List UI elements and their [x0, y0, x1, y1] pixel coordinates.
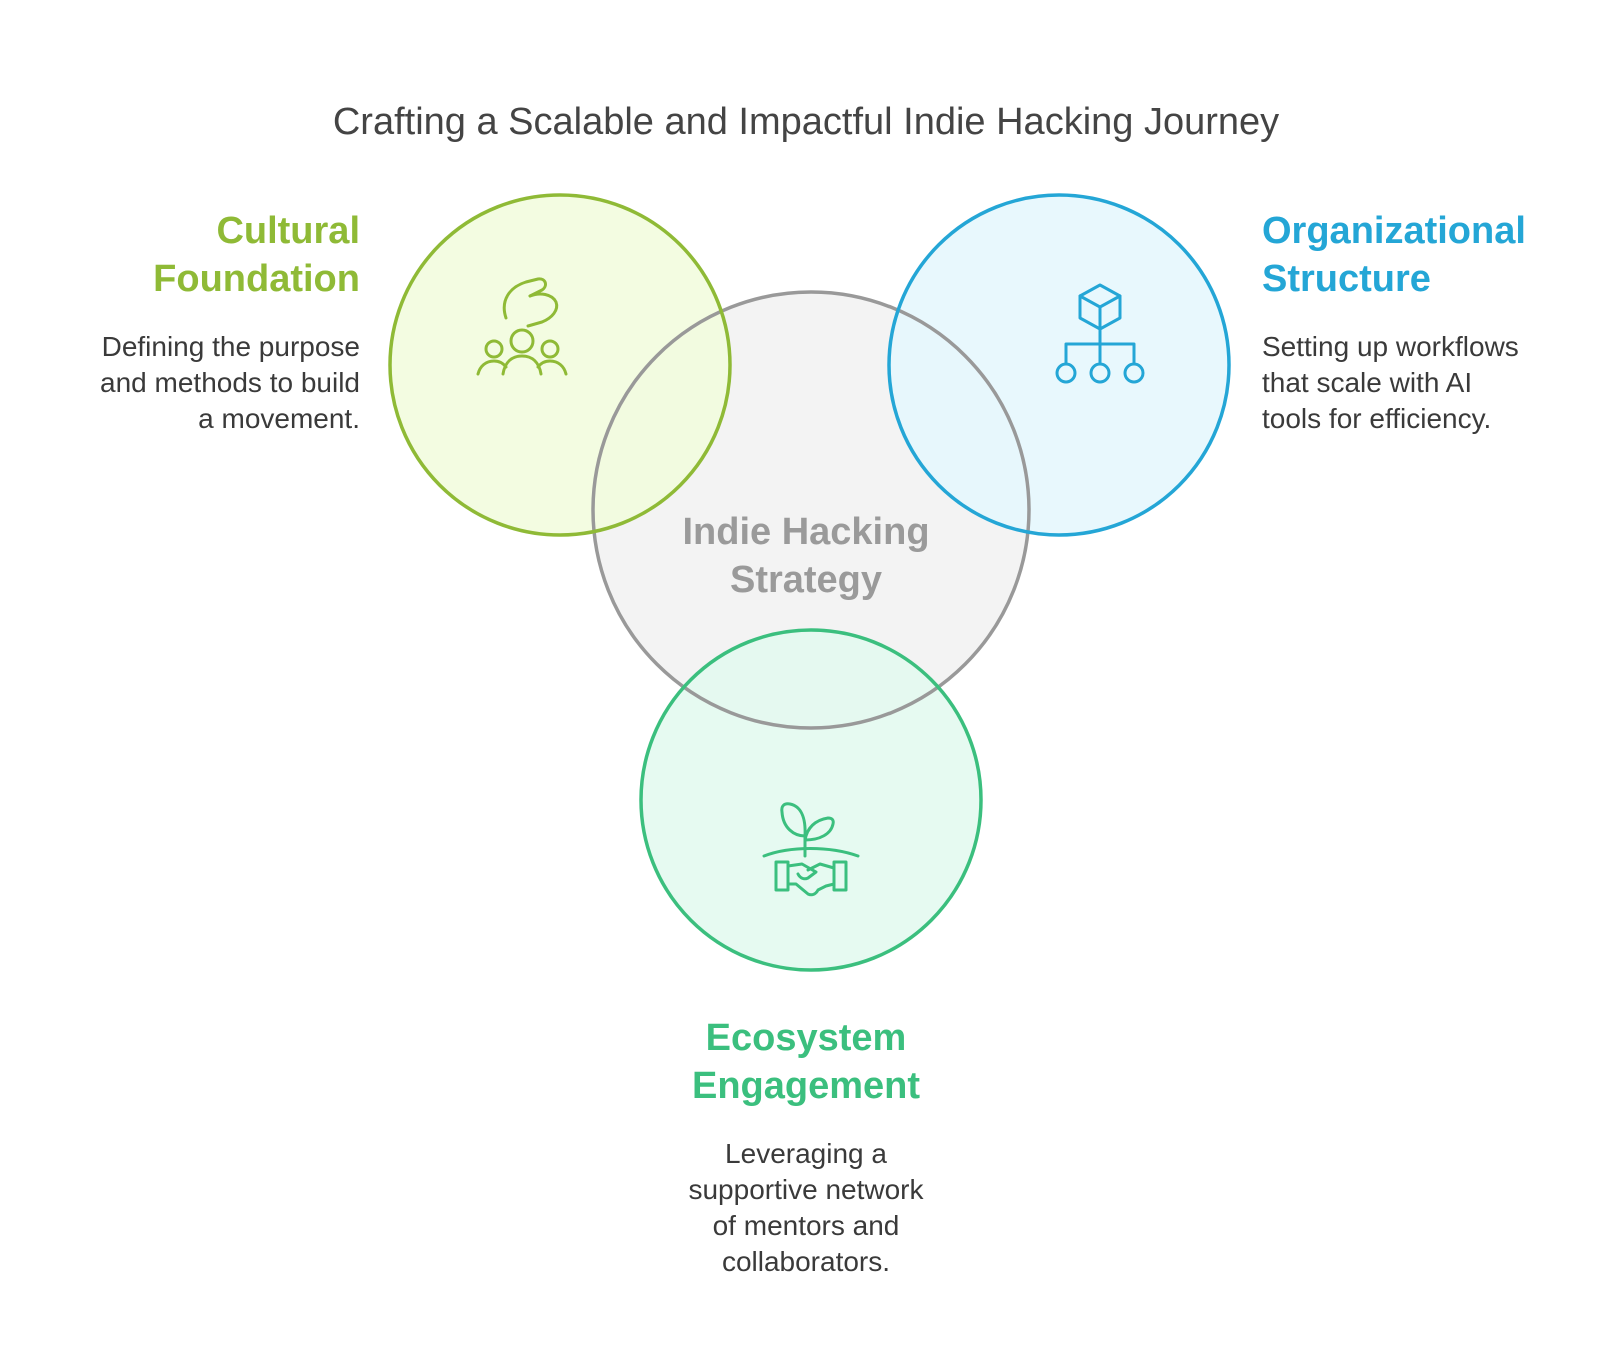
heading-line: Structure: [1262, 258, 1431, 300]
ecosystem-engagement-block: Ecosystem Engagement Leveraging a suppor…: [606, 1014, 1006, 1280]
desc-line: Defining the purpose: [101, 331, 360, 362]
hierarchy-cube-icon: [1055, 283, 1145, 384]
organizational-circle: [887, 193, 1231, 537]
organizational-structure-description: Setting up workflows that scale with AI …: [1262, 329, 1602, 437]
center-label: Indie Hacking Strategy: [606, 508, 1006, 604]
desc-line: of mentors and: [712, 1210, 900, 1241]
heading-line: Cultural: [216, 210, 360, 252]
desc-line: a movement.: [198, 403, 360, 434]
ecosystem-engagement-heading: Ecosystem Engagement: [606, 1014, 1006, 1110]
heading-line: Organizational: [1262, 210, 1526, 252]
desc-line: and methods to build: [100, 367, 360, 398]
ecosystem-engagement-description: Leveraging a supportive network of mento…: [606, 1136, 1006, 1280]
desc-line: Setting up workflows: [1262, 331, 1519, 362]
handshake-sprout-icon: [762, 802, 860, 897]
heading-line: Engagement: [691, 1065, 921, 1107]
heading-line: Foundation: [153, 258, 360, 300]
ecosystem-circle-fill: [641, 630, 981, 970]
cultural-circle: [388, 193, 732, 537]
center-circle: [591, 290, 1031, 730]
center-label-line2: Strategy: [729, 559, 883, 601]
ecosystem-circle: [639, 628, 983, 972]
cultural-foundation-description: Defining the purpose and methods to buil…: [40, 329, 360, 437]
organizational-circle-fill: [889, 195, 1229, 535]
desc-line: Leveraging a: [725, 1138, 887, 1169]
diagram-title: Crafting a Scalable and Impactful Indie …: [332, 101, 1280, 143]
center-label-line1: Indie Hacking: [682, 511, 930, 553]
organizational-structure-heading: Organizational Structure: [1262, 207, 1602, 303]
cultural-foundation-block: Cultural Foundation Defining the purpose…: [40, 207, 360, 437]
desc-line: that scale with AI: [1262, 367, 1473, 398]
desc-line: collaborators.: [721, 1246, 891, 1277]
desc-line: supportive network: [688, 1174, 924, 1205]
organizational-structure-block: Organizational Structure Setting up work…: [1262, 207, 1602, 437]
heading-line: Ecosystem: [705, 1017, 907, 1059]
desc-line: tools for efficiency.: [1262, 403, 1492, 434]
community-hand-icon: [476, 277, 568, 376]
cultural-foundation-heading: Cultural Foundation: [40, 207, 360, 303]
